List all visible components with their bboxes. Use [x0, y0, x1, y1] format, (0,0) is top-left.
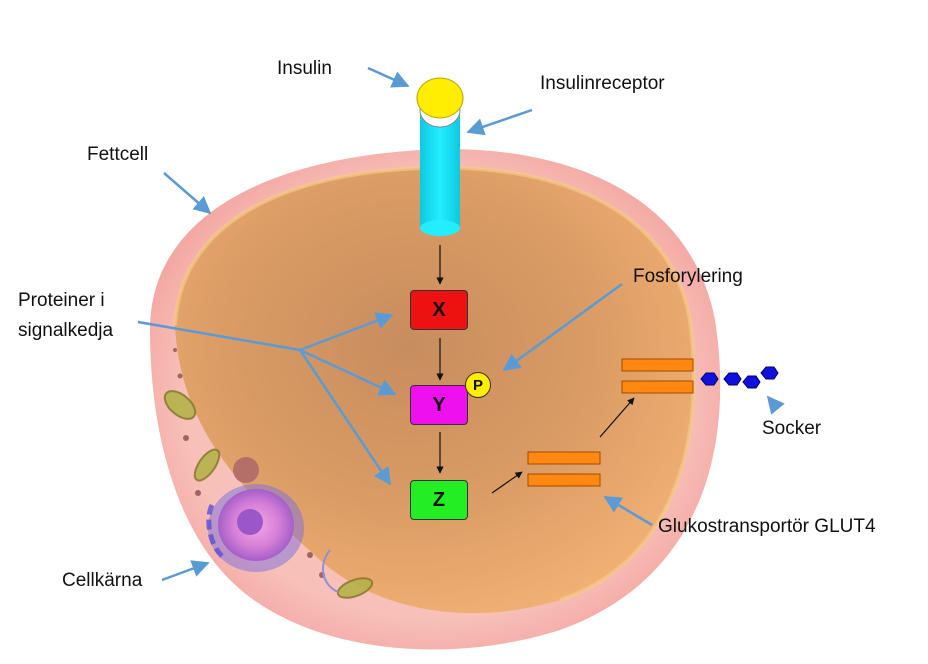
label-fosforylering: Fosforylering: [633, 266, 743, 287]
label-insulin: Insulin: [277, 58, 332, 79]
sugar-molecules: [700, 366, 779, 389]
label-proteiner-line1: Proteiner i: [18, 290, 105, 311]
organelles: [163, 348, 374, 599]
glut4-transporter-cytosolic: [527, 451, 601, 487]
label-proteiner-line2: signalkedja: [18, 320, 114, 341]
label-fettcell: Fettcell: [87, 144, 149, 165]
phosphate-badge: P: [465, 372, 491, 398]
label-glukostransportor: Glukostransportör GLUT4: [658, 516, 876, 537]
insulin-molecule: [416, 77, 464, 119]
protein-y-box: Y: [410, 385, 468, 425]
label-cellkarna: Cellkärna: [62, 570, 143, 591]
label-socker: Socker: [762, 418, 822, 439]
glut4-transporter-membrane: [621, 358, 694, 394]
cytoplasm-edge: [173, 165, 696, 602]
nucleus: [206, 484, 304, 572]
label-arrows: [137, 66, 785, 582]
protein-x-box: X: [410, 290, 468, 330]
label-insulinreceptor: Insulinreceptor: [540, 73, 665, 94]
protein-z-box: Z: [410, 480, 468, 520]
